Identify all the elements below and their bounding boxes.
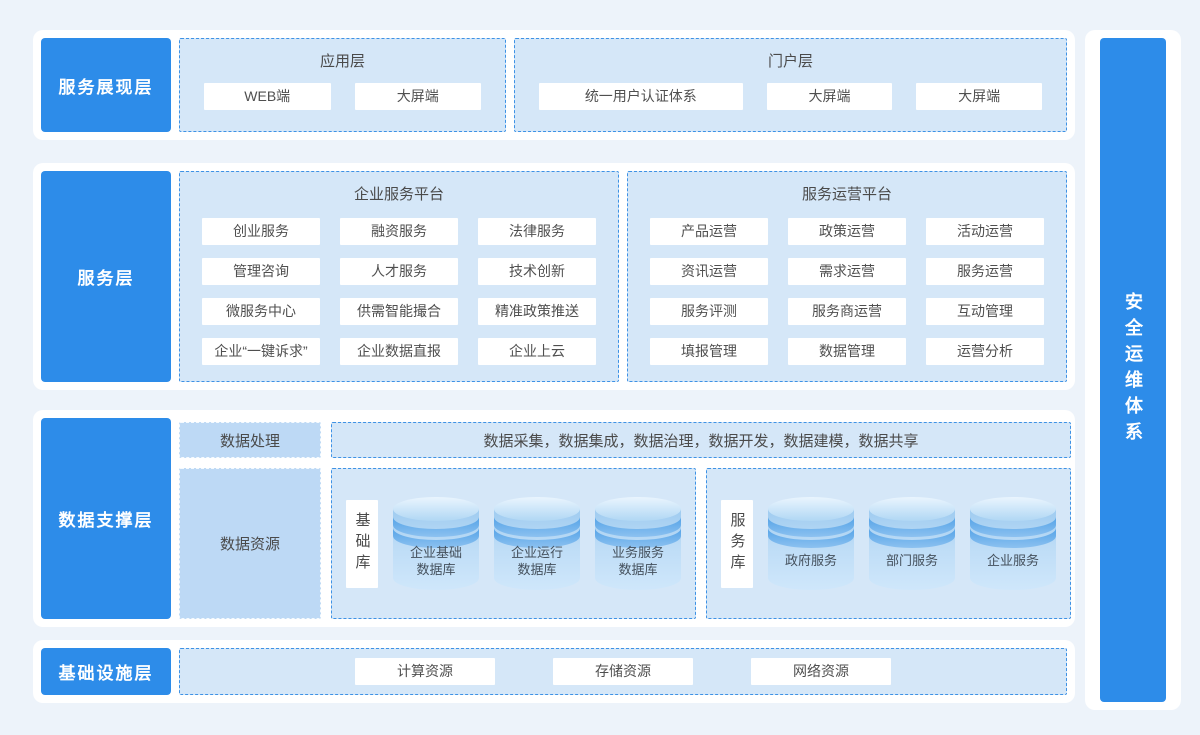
node-service: 融资服务 (340, 218, 458, 245)
node-service: 企业数据直报 (340, 338, 458, 365)
node-operation: 服务商运营 (788, 298, 906, 325)
application-items: WEB端 大屏端 (180, 83, 505, 110)
node-bigscreen-2: 大屏端 (916, 83, 1042, 110)
node-operation: 活动运营 (926, 218, 1044, 245)
node-operation: 资讯运营 (650, 258, 768, 285)
data-processing-row: 数据处理 数据采集，数据集成，数据治理，数据开发，数据建模，数据共享 (179, 422, 1071, 458)
layer-label-data-support: 数据支撑层 (41, 418, 171, 619)
data-processing-panel: 数据采集，数据集成，数据治理，数据开发，数据建模，数据共享 (331, 422, 1071, 458)
node-service: 企业“一键诉求” (202, 338, 320, 365)
node-bigscreen-client: 大屏端 (354, 83, 481, 110)
panel-portal: 门户层 统一用户认证体系 大屏端 大屏端 (514, 38, 1067, 132)
node-service: 企业上云 (478, 338, 596, 365)
node-operation: 服务评测 (650, 298, 768, 325)
layer-label-presentation: 服务展现层 (41, 38, 171, 132)
security-ops-label: 安全运维体系 (1123, 292, 1143, 448)
service-db-group-label: 服务库 (721, 499, 753, 588)
base-db-group-label: 基础库 (346, 499, 378, 588)
node-web-client: WEB端 (204, 83, 331, 110)
service-operation-grid: 产品运营 政策运营 活动运营 资讯运营 需求运营 服务运营 服务评测 服务商运营… (628, 216, 1066, 365)
infrastructure-panel: 计算资源 存储资源 网络资源 (179, 648, 1067, 695)
database-icon (970, 496, 1056, 590)
data-resource-label: 数据资源 (179, 468, 321, 619)
node-operation: 数据管理 (788, 338, 906, 365)
database-name: 企业基础 数据库 (409, 544, 462, 577)
data-processing-label: 数据处理 (179, 422, 321, 458)
node-service: 技术创新 (478, 258, 596, 285)
panel-title-application: 应用层 (319, 53, 365, 70)
base-database-panel: 基础库 企业基础 数据库 (331, 468, 696, 619)
node-storage-resource: 存储资源 (553, 658, 693, 685)
node-operation: 服务运营 (926, 258, 1044, 285)
node-unified-auth: 统一用户认证体系 (539, 83, 743, 110)
database-cylinder: 部门服务 (869, 496, 955, 591)
portal-items: 统一用户认证体系 大屏端 大屏端 (515, 83, 1066, 110)
node-operation: 需求运营 (788, 258, 906, 285)
node-bigscreen-1: 大屏端 (766, 83, 893, 110)
security-ops-bar: 安全运维体系 (1100, 38, 1166, 702)
database-icon (595, 496, 681, 590)
database-cylinder: 企业服务 (970, 496, 1056, 591)
panel-service-operation-platform: 服务运营平台 产品运营 政策运营 活动运营 资讯运营 需求运营 服务运营 服务评… (627, 171, 1067, 382)
panel-enterprise-service-platform: 企业服务平台 创业服务 融资服务 法律服务 管理咨询 人才服务 技术创新 微服务… (179, 171, 619, 382)
database-icon (768, 496, 854, 590)
layer-label-infrastructure: 基础设施层 (41, 648, 171, 695)
node-operation: 填报管理 (650, 338, 768, 365)
database-icon (869, 496, 955, 590)
panel-application: 应用层 WEB端 大屏端 (179, 38, 506, 132)
layer-presentation: 服务展现层 应用层 WEB端 大屏端 门户层 统一用户认证体系 大屏端 大屏端 (33, 30, 1075, 140)
database-name: 业务服务 数据库 (611, 544, 664, 577)
node-service: 微服务中心 (202, 298, 320, 325)
node-operation: 政策运营 (788, 218, 906, 245)
architecture-diagram: 服务展现层 应用层 WEB端 大屏端 门户层 统一用户认证体系 大屏端 大屏端 … (33, 30, 1075, 703)
layer-label-service: 服务层 (41, 171, 171, 382)
database-cylinder: 业务服务 数据库 (595, 496, 681, 591)
node-service: 创业服务 (202, 218, 320, 245)
node-operation: 产品运营 (650, 218, 768, 245)
database-cylinder: 企业运行 数据库 (494, 496, 580, 591)
security-ops-column: 安全运维体系 (1085, 30, 1181, 710)
node-service: 精准政策推送 (478, 298, 596, 325)
database-icon (494, 496, 580, 590)
database-name: 政府服务 (784, 553, 837, 568)
database-cylinder: 政府服务 (768, 496, 854, 591)
panel-title-enterprise: 企业服务平台 (353, 186, 444, 203)
layer-data-support: 数据支撑层 数据处理 数据采集，数据集成，数据治理，数据开发，数据建模，数据共享… (33, 410, 1075, 627)
data-support-content: 数据处理 数据采集，数据集成，数据治理，数据开发，数据建模，数据共享 数据资源 … (179, 418, 1071, 619)
node-network-resource: 网络资源 (751, 658, 891, 685)
panel-title-portal: 门户层 (767, 53, 813, 70)
database-name: 企业运行 数据库 (510, 544, 563, 577)
panel-title-operation: 服务运营平台 (801, 186, 892, 203)
service-database-panel: 服务库 政府服务 (706, 468, 1071, 619)
node-service: 供需智能撮合 (340, 298, 458, 325)
node-service: 管理咨询 (202, 258, 320, 285)
enterprise-service-grid: 创业服务 融资服务 法律服务 管理咨询 人才服务 技术创新 微服务中心 供需智能… (180, 216, 618, 365)
data-processing-text: 数据采集，数据集成，数据治理，数据开发，数据建模，数据共享 (483, 432, 919, 450)
database-cylinder: 企业基础 数据库 (393, 496, 479, 591)
layer-service: 服务层 企业服务平台 创业服务 融资服务 法律服务 管理咨询 人才服务 技术创新… (33, 163, 1075, 390)
node-operation: 运营分析 (926, 338, 1044, 365)
data-resource-row: 数据资源 基础库 企业基础 数据库 (179, 468, 1071, 619)
node-operation: 互动管理 (926, 298, 1044, 325)
layer-infrastructure: 基础设施层 计算资源 存储资源 网络资源 (33, 640, 1075, 703)
database-name: 企业服务 (986, 553, 1039, 568)
node-compute-resource: 计算资源 (355, 658, 495, 685)
database-icon (393, 496, 479, 590)
node-service: 法律服务 (478, 218, 596, 245)
database-name: 部门服务 (885, 553, 938, 568)
node-service: 人才服务 (340, 258, 458, 285)
